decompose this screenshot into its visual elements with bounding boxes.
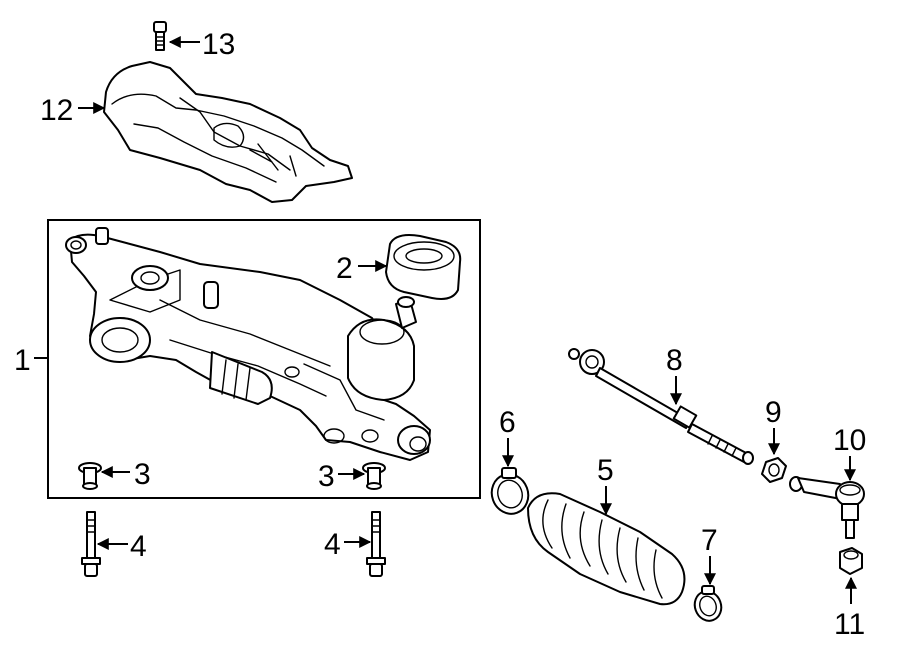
steering-gear-rack-1 <box>65 227 431 461</box>
heat-shield-12 <box>103 61 353 203</box>
callout-8: 8 <box>666 344 683 377</box>
callout-4-left: 4 <box>130 530 147 563</box>
callout-2: 2 <box>336 252 353 285</box>
bolt-4-right <box>366 511 386 577</box>
callout-9: 9 <box>765 396 782 429</box>
leader-lines <box>34 36 857 604</box>
callout-13: 13 <box>202 28 235 61</box>
callout-numbers: 13 12 2 1 3 3 4 4 6 5 7 8 9 10 11 <box>14 28 866 641</box>
callout-6: 6 <box>499 406 516 439</box>
clamp-7 <box>693 585 723 622</box>
outer-tie-rod-end-10 <box>789 476 865 539</box>
callout-3-left: 3 <box>134 458 151 491</box>
clamp-6 <box>490 467 530 515</box>
nut-11 <box>839 547 863 575</box>
callout-1: 1 <box>14 344 31 377</box>
callout-10: 10 <box>833 424 866 457</box>
bushing-3-left <box>78 462 102 490</box>
boot-5 <box>527 492 686 606</box>
jam-nut-9 <box>761 457 787 483</box>
grommet-2 <box>385 234 462 300</box>
callout-11: 11 <box>834 608 865 641</box>
callout-4-right: 4 <box>324 528 341 561</box>
callout-3-right: 3 <box>318 460 335 493</box>
bolt-4-left <box>81 511 101 577</box>
inner-tie-rod-8 <box>568 348 754 465</box>
callout-5: 5 <box>597 454 614 487</box>
callout-12: 12 <box>40 94 73 127</box>
callout-7: 7 <box>701 524 718 557</box>
bolt-13 <box>153 21 167 51</box>
bushing-3-right <box>362 462 386 490</box>
